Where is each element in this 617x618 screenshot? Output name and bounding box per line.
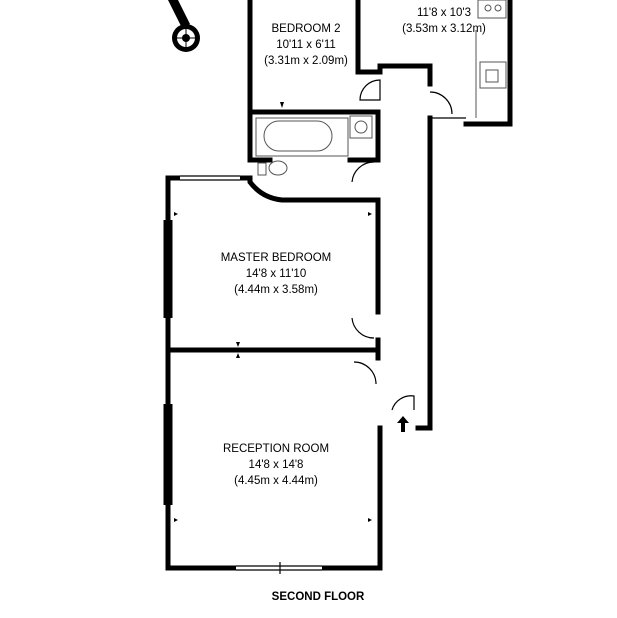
reception-room-label: RECEPTION ROOM 14'8 x 14'8 (4.45m x 4.44… (223, 443, 329, 487)
dimension-ticks (174, 102, 372, 522)
svg-text:14'8 x 11'10: 14'8 x 11'10 (246, 268, 306, 280)
bedroom-2-label: BEDROOM 2 10'11 x 6'11 (3.31m x 2.09m) (264, 23, 348, 67)
svg-text:11'8 x 10'3: 11'8 x 10'3 (417, 7, 471, 19)
doors (351, 79, 453, 411)
svg-text:(4.45m x 4.44m): (4.45m x 4.44m) (234, 475, 318, 487)
kitchen-walls (377, 0, 513, 431)
kitchen-label: 11'8 x 10'3 (3.53m x 3.12m) (402, 7, 486, 35)
svg-text:(3.53m x 3.12m): (3.53m x 3.12m) (402, 23, 486, 35)
svg-text:RECEPTION ROOM: RECEPTION ROOM (223, 443, 329, 455)
master-bedroom-label: MASTER BEDROOM 14'8 x 11'10 (4.44m x 3.5… (221, 252, 332, 296)
compass-icon (168, 0, 200, 52)
svg-text:BEDROOM 2: BEDROOM 2 (271, 23, 340, 35)
svg-text:(3.31m x 2.09m): (3.31m x 2.09m) (264, 55, 348, 67)
entrance-arrow-icon (397, 416, 409, 432)
main-walls (163, 175, 383, 574)
bathroom (247, 109, 381, 176)
svg-text:(4.44m x 3.58m): (4.44m x 3.58m) (234, 284, 318, 296)
svg-text:10'11 x 6'11: 10'11 x 6'11 (276, 39, 336, 51)
svg-text:MASTER BEDROOM: MASTER BEDROOM (221, 252, 332, 264)
svg-text:14'8 x 14'8: 14'8 x 14'8 (249, 459, 304, 471)
floor-label: SECOND FLOOR (272, 591, 365, 603)
